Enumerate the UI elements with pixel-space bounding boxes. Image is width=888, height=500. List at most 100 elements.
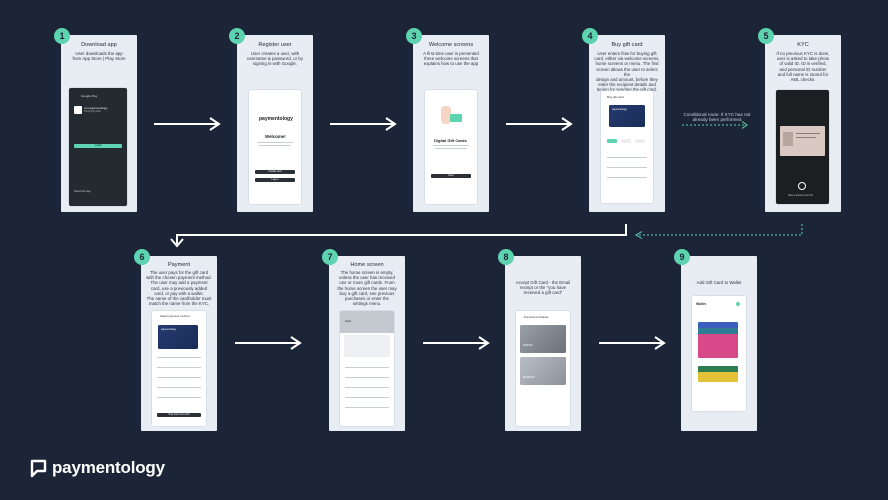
list-row (345, 367, 389, 369)
wallet-screenshot: Wallet (692, 296, 746, 411)
wallet-card-green (698, 366, 738, 374)
step-description: User downloads the app from App Store | … (72, 51, 126, 62)
payment-card-logo: paymentology (161, 328, 176, 331)
form-line (157, 357, 201, 359)
step-6-badge: 6 (134, 249, 150, 265)
gift-card-logo: paymentology (612, 108, 627, 111)
step-title: Home screen (350, 262, 384, 268)
step-description: User creates a user, with username & pas… (247, 51, 303, 67)
step-title: Payment (167, 262, 191, 268)
install-button[interactable]: Install (74, 144, 122, 148)
app-category: Shopping Mall (84, 110, 101, 113)
step-8-card: Accept Gift Card - the Email receipt or … (505, 256, 581, 431)
paymentology-mark-icon (30, 459, 47, 477)
received-card-1: $100.00 (520, 325, 566, 353)
arrow-6-to-7 (235, 336, 302, 350)
step-9-card: Add Gift Card to Wallet Wallet (681, 256, 757, 431)
arrow-3-to-4 (506, 117, 573, 131)
amount-chip[interactable] (621, 139, 631, 143)
home-header: Start (345, 319, 352, 323)
payment-header: Select payment method (160, 314, 190, 318)
list-row (345, 397, 389, 399)
step-description: User enters flow for buying gift card, e… (594, 51, 660, 93)
home-hero (340, 311, 394, 333)
step-3-card: Welcome screens A first-time user is pre… (413, 35, 489, 212)
step-1-badge: 1 (54, 28, 70, 44)
login-button[interactable]: Log in (255, 178, 295, 182)
app-name: com.paymentology (84, 106, 108, 110)
arrow-8-to-9 (599, 336, 666, 350)
wallet-card-pink (698, 334, 738, 358)
step-8-badge: 8 (498, 249, 514, 265)
step-9-badge: 9 (674, 249, 690, 265)
wallet-card-teal (698, 328, 738, 336)
text-line (259, 145, 291, 147)
connector-4-to-6 (170, 224, 627, 248)
step-title: KYC (797, 42, 809, 48)
step-title: Register user (258, 42, 292, 48)
step-2-badge: 2 (229, 28, 245, 44)
buy-header: Buy gift card (607, 95, 624, 99)
step-2-card: Register user User creates a user, with … (237, 35, 313, 212)
add-card-icon[interactable] (736, 302, 740, 306)
form-line (157, 387, 201, 389)
card-amount: $100.00 (523, 344, 533, 347)
step-3-badge: 3 (406, 28, 422, 44)
step-4-card: Buy gift card User enters flow for buyin… (589, 35, 665, 212)
brand-name: paymentology (52, 458, 165, 477)
buy-giftcard-screenshot: Buy gift card paymentology (601, 91, 653, 203)
conditional-route-label: Conditional route: If KYC has not alread… (683, 112, 751, 123)
step-title: Download app (81, 42, 117, 48)
step-description: The home screen is empty, unless the use… (337, 270, 397, 307)
form-line (157, 397, 201, 399)
accept-screenshot: Previous purchases $100.00 $2,000.00 (516, 311, 570, 426)
text-line (257, 142, 293, 144)
next-button[interactable]: Next (431, 174, 471, 178)
wallet-card-blue (698, 322, 738, 330)
step-title: Buy gift card (611, 42, 643, 48)
register-screenshot: paymentology Welcome! Create user Log in (249, 90, 301, 204)
form-line (157, 367, 201, 369)
arrow-4-to-5-conditional (682, 121, 748, 129)
amount-chip[interactable] (607, 139, 617, 143)
about-app-link[interactable]: About this app (74, 190, 91, 193)
accept-header: Previous purchases (524, 315, 549, 319)
step-1-card: Download app User downloads the app from… (61, 35, 137, 212)
id-card-photo (780, 126, 825, 156)
form-line (607, 157, 647, 159)
arrow-7-to-8 (423, 336, 490, 350)
welcome-heading: Welcome! (265, 134, 286, 139)
play-store-screenshot: Google Play com.paymentology Shopping Ma… (69, 88, 127, 206)
step-title: Welcome screens (428, 42, 474, 48)
step-5-card: KYC If no previous KYC is done, user is … (765, 35, 841, 212)
form-line (607, 167, 647, 169)
text-line (433, 145, 469, 147)
kyc-screenshot: Take a photo of your ID (776, 90, 829, 204)
amount-chip[interactable] (635, 139, 645, 143)
received-card-2: $2,000.00 (520, 357, 566, 385)
step-7-card: Home screen The home screen is empty, un… (329, 256, 405, 431)
create-user-button[interactable]: Create user (255, 170, 295, 174)
pay-button[interactable]: Pay and next card (157, 413, 201, 417)
list-row (345, 407, 389, 409)
wallet-header: Wallet (696, 302, 706, 306)
connector-5-to-6-dotted (635, 224, 803, 239)
text-line (435, 148, 467, 150)
gift-card-preview: paymentology (609, 105, 645, 127)
paymentology-logo: paymentology (30, 458, 165, 478)
shutter-button[interactable] (798, 182, 806, 190)
home-screenshot: Start (340, 311, 394, 426)
card-amount: $2,000.00 (523, 376, 535, 379)
wallet-card-yellow (698, 372, 738, 382)
form-line (157, 377, 201, 379)
kyc-caption: Take a photo of your ID (788, 194, 813, 197)
step-description: Add Gift Card to Wallet (696, 280, 742, 285)
arrow-2-to-3 (330, 117, 397, 131)
play-store-bar: Google Play (81, 94, 98, 98)
step-description: A first-time user is presented three wel… (423, 51, 479, 67)
welcome-screenshot: Digital Gift Cards Next (425, 90, 477, 204)
arrow-1-to-2 (154, 117, 221, 131)
step-description: Accept Gift Card - the Email receipt or … (515, 280, 571, 296)
form-line (607, 177, 647, 179)
payment-screenshot: Select payment method paymentology Pay a… (152, 311, 206, 426)
